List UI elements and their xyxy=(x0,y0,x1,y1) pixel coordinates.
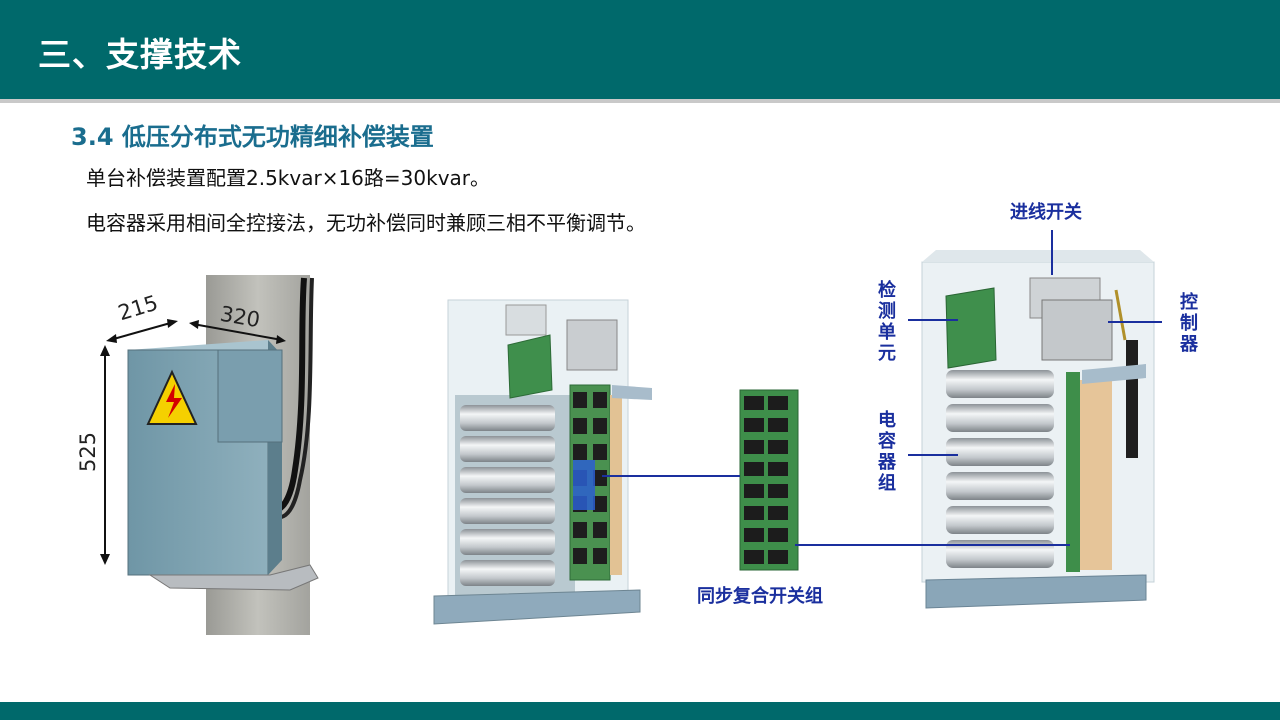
height-dimension: 525 xyxy=(76,431,101,473)
detailed-cabinet xyxy=(921,250,1155,609)
page-title: 三、支撑技术 xyxy=(38,35,242,74)
switch-group-board xyxy=(739,389,799,571)
footer-bar xyxy=(0,702,1280,720)
pole-mounted-box xyxy=(100,275,319,635)
capacitor-stack-right xyxy=(946,370,1054,568)
capacitor-stack-middle xyxy=(460,405,555,586)
callout-sync-switch-group: 同步复合开关组 xyxy=(697,586,823,607)
callout-lines xyxy=(602,230,1162,546)
callout-incoming-switch: 进线开关 xyxy=(1010,202,1082,223)
callout-detection-unit: 检测单元 xyxy=(878,280,896,364)
header-divider xyxy=(0,99,1280,103)
header-bar xyxy=(0,0,1280,99)
capacitor-method-line: 电容器采用相间全控接法，无功补偿同时兼顾三相不平衡调节。 xyxy=(86,211,646,235)
callout-controller: 控制器 xyxy=(1180,292,1198,355)
callout-capacitor-bank: 电容器组 xyxy=(878,410,896,494)
config-line: 单台补偿装置配置2.5kvar×16路=30kvar。 xyxy=(86,166,491,190)
section-heading: 3.4 低压分布式无功精细补偿装置 xyxy=(71,123,434,151)
cutaway-cabinet xyxy=(433,299,652,625)
